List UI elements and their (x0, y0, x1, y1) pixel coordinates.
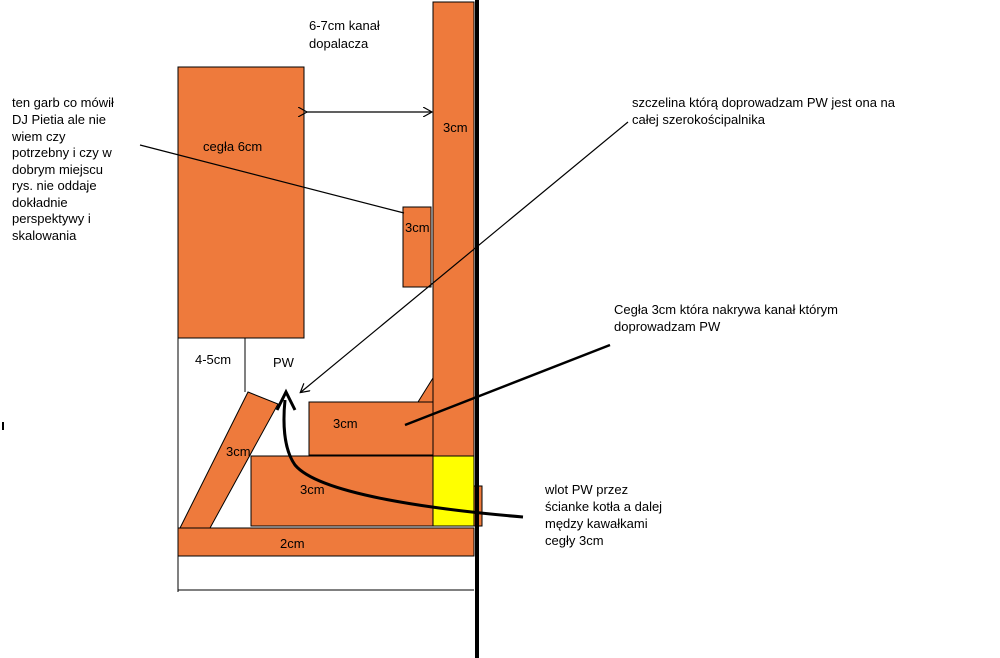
brick-base-2cm (177, 527, 475, 557)
cegla3-leader-line (404, 343, 611, 427)
label-wlot-line2: ścianke kotła a dalej (545, 499, 662, 514)
label-garb-line8: perspektywy i (12, 211, 91, 226)
label-garb-line4: potrzebny i czy w (12, 145, 112, 160)
label-brick-low-3cm: 3cm (300, 482, 325, 497)
brick-mid-3cm (308, 401, 434, 456)
label-garb-line9: skalowania (12, 228, 77, 243)
label-szczelina-line2: całej szerokościpalnika (632, 112, 766, 127)
label-garb-line5: dobrym miejscu (12, 162, 103, 177)
air-flow-arrowhead (275, 388, 297, 411)
label-kanal-line1: 6-7cm kanał (309, 18, 380, 33)
label-brick-6cm: cegła 6cm (203, 139, 262, 154)
label-garb-line7: dokładnie (12, 195, 68, 210)
label-garb-line2: DJ Pietia ale nie (12, 112, 106, 127)
label-kanal-line2: dopalacza (309, 36, 369, 51)
label-wlot-line4: cegły 3cm (545, 533, 604, 548)
label-garb-line1: ten garb co mówił (12, 95, 114, 110)
inlet-yellow-block (432, 455, 475, 527)
label-gap-4-5cm: 4-5cm (195, 352, 231, 367)
label-brick-mid-3cm: 3cm (333, 416, 358, 431)
label-garb-line6: rys. nie oddaje (12, 178, 97, 193)
brick-small-3cm (402, 206, 432, 288)
label-wlot-line3: mędzy kawałkami (545, 516, 648, 531)
label-brick-base-2cm: 2cm (280, 536, 305, 551)
label-brick-wall-3cm: 3cm (443, 120, 468, 135)
brick-hump (417, 376, 434, 403)
label-cegla3-line2: doprowadzam PW (614, 319, 721, 334)
brick-wall-3cm (432, 1, 475, 457)
label-brick-small-3cm: 3cm (405, 220, 430, 235)
label-wlot-line1: wlot PW przez (544, 482, 628, 497)
label-cegla3-line1: Cegła 3cm która nakrywa kanał którym (614, 302, 838, 317)
brick-6cm (177, 66, 305, 339)
label-szczelina-line1: szczelina którą doprowadzam PW jest ona … (632, 95, 896, 110)
garb-leader-line (139, 144, 405, 214)
label-pw: PW (273, 355, 295, 370)
air-flow-arrow (282, 399, 524, 519)
label-brick-tilted-3cm: 3cm (226, 444, 251, 459)
szczelina-leader-arrow (301, 121, 629, 392)
label-garb-line3: wiem czy (11, 129, 66, 144)
brick-low-3cm (250, 455, 434, 527)
